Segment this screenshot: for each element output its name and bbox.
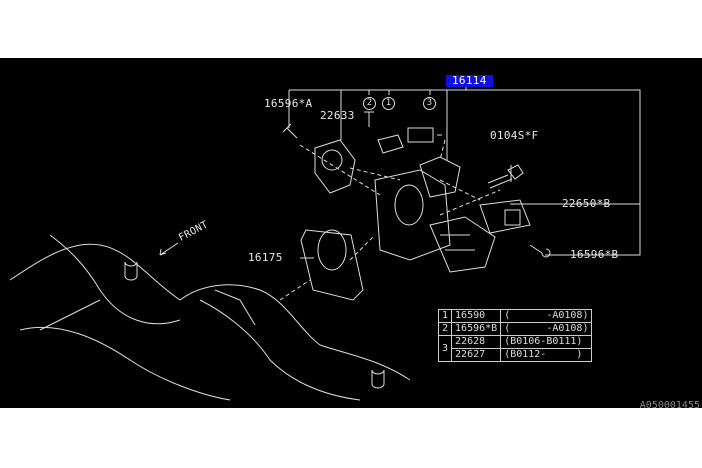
part-cell[interactable]: 22628 <box>451 335 502 349</box>
label-16175[interactable]: 16175 <box>248 251 283 264</box>
range-cell: (B0112- ) <box>500 348 593 362</box>
figure-code: A050001455 <box>639 400 700 411</box>
table-row: 22627 (B0112- ) <box>439 348 593 362</box>
label-0104sf[interactable]: 0104S*F <box>490 129 539 142</box>
ref-cell: 3 <box>437 335 453 362</box>
parts-diagram: 16114 16596*A 22633 0104S*F 22650*B 1659… <box>0 58 702 408</box>
label-22633[interactable]: 22633 <box>320 109 355 122</box>
ref-cell: 2 <box>437 322 453 336</box>
table-row: 3 22628 (B0106-B0111) <box>437 335 593 362</box>
range-cell: (B0106-B0111) <box>500 335 593 349</box>
ref-cell: 1 <box>437 309 453 323</box>
callout-3[interactable]: 3 <box>423 97 436 110</box>
callout-1[interactable]: 1 <box>382 97 395 110</box>
callout-2[interactable]: 2 <box>363 97 376 110</box>
range-cell: ( -A0108) <box>500 322 593 336</box>
part-cell[interactable]: 16596*B <box>451 322 502 336</box>
range-cell: ( -A0108) <box>500 309 593 323</box>
label-22650b[interactable]: 22650*B <box>562 197 611 210</box>
parts-table: 1 16590 ( -A0108) 2 16596*B ( -A0108) 3 … <box>437 309 593 362</box>
label-16596b[interactable]: 16596*B <box>570 248 619 261</box>
label-16596a[interactable]: 16596*A <box>264 97 313 110</box>
part-cell[interactable]: 16590 <box>451 309 502 323</box>
main-part-number[interactable]: 16114 <box>446 75 493 87</box>
diagram-lines <box>9 84 641 401</box>
table-row: 1 16590 ( -A0108) <box>437 309 593 323</box>
part-cell[interactable]: 22627 <box>451 348 502 362</box>
table-row: 2 16596*B ( -A0108) <box>437 322 593 336</box>
